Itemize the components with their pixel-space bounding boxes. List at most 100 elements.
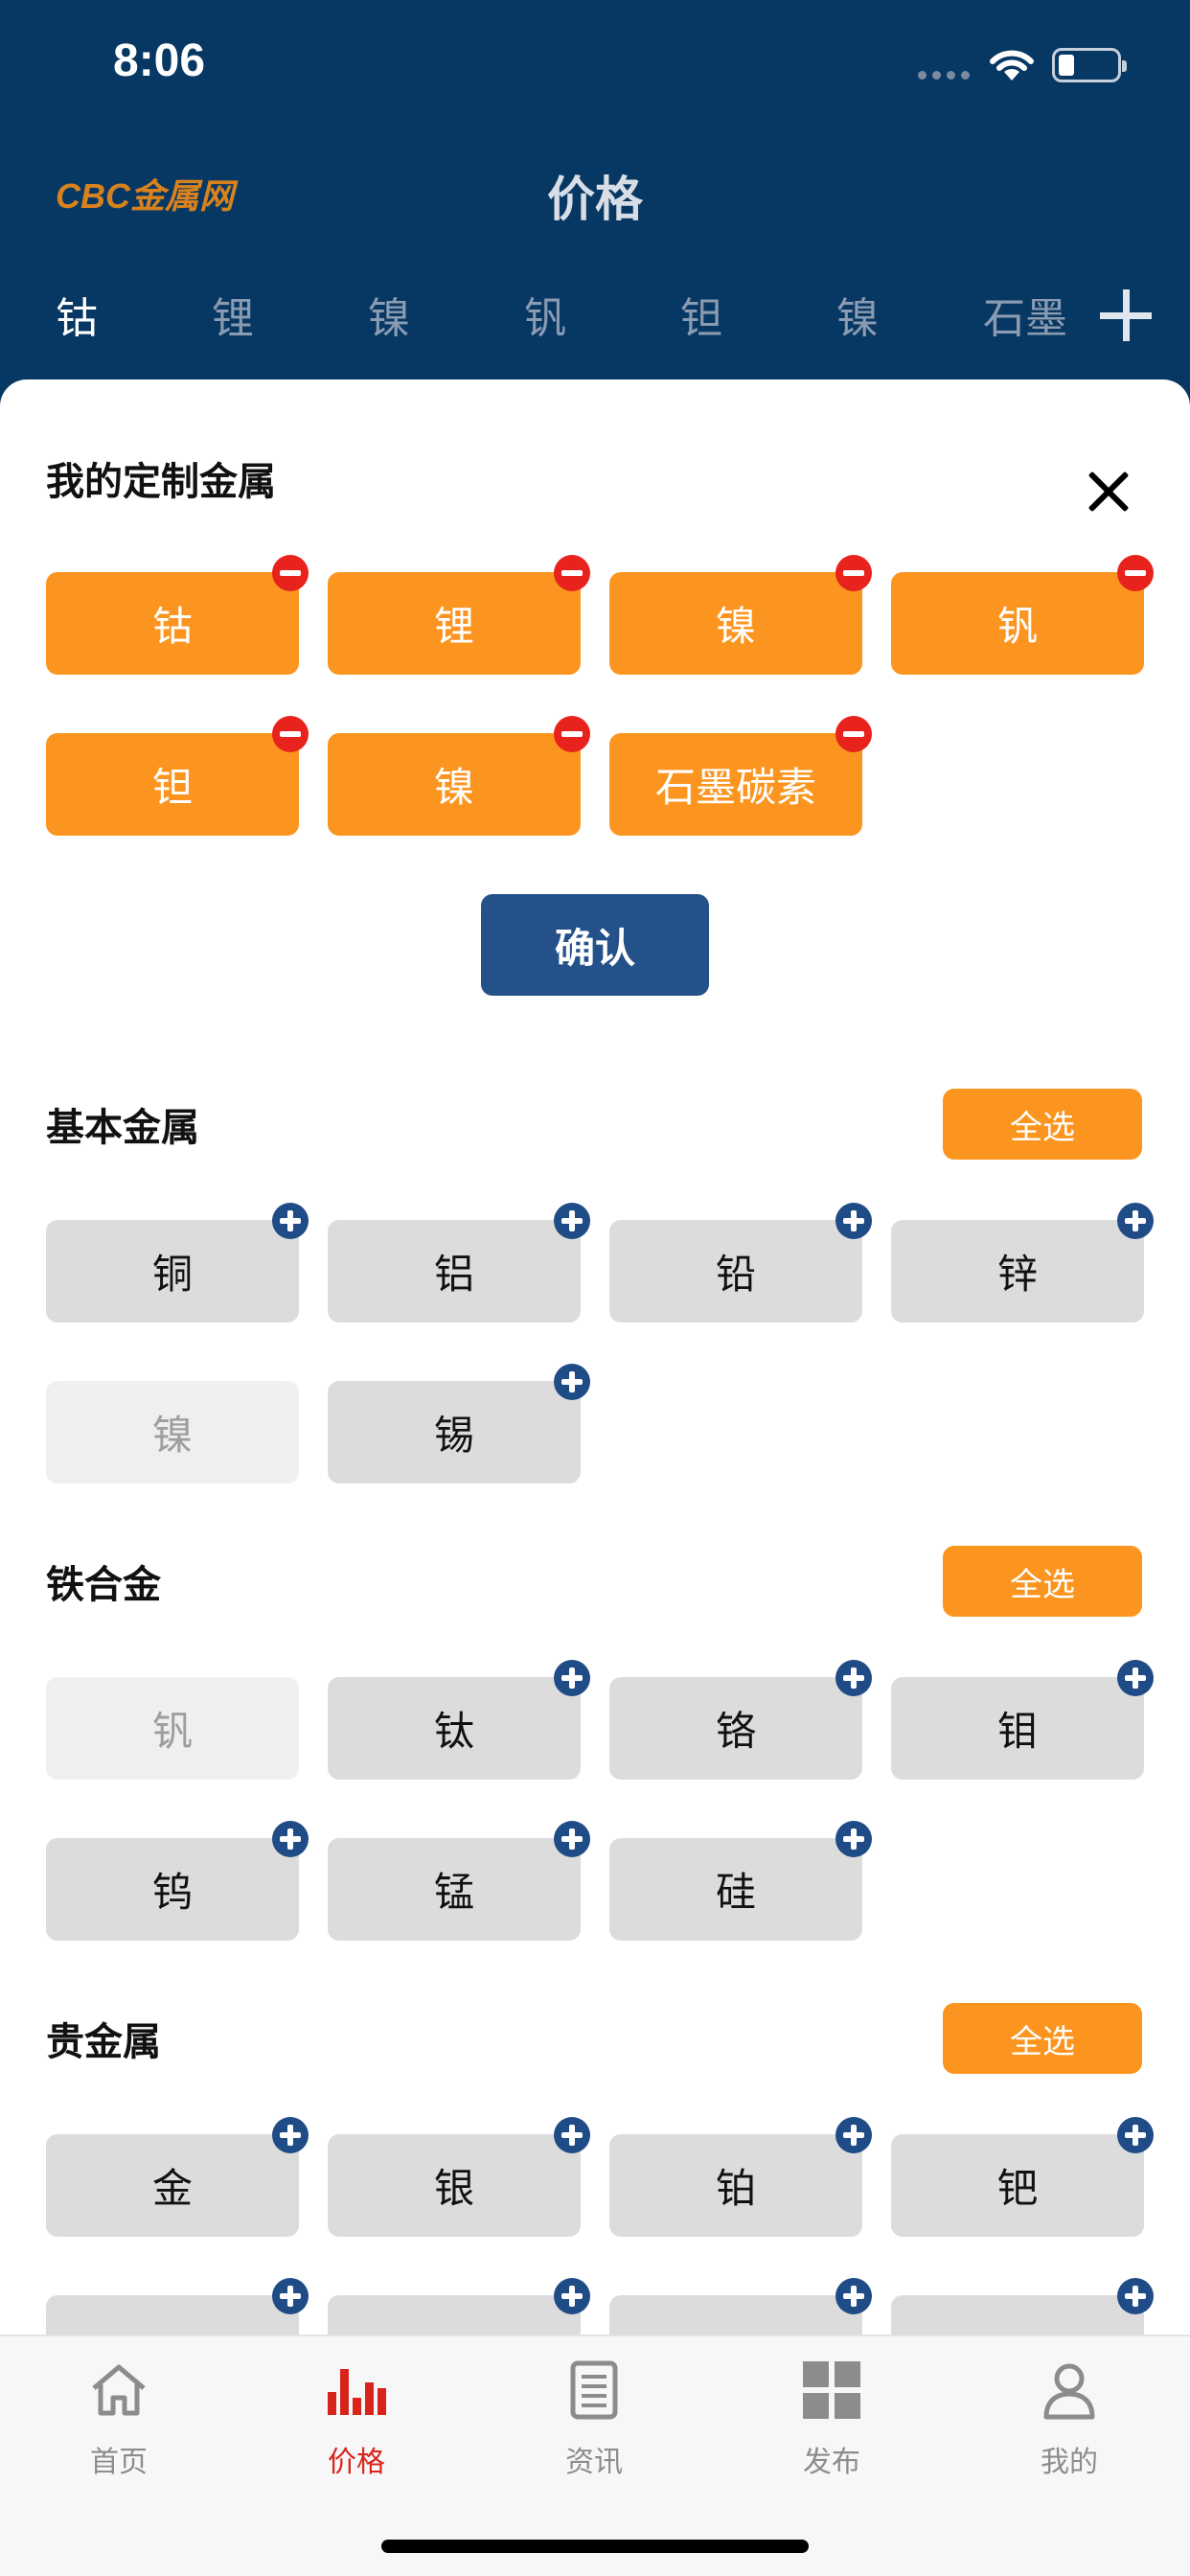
metal-chip[interactable]: 铝 [328, 1203, 590, 1322]
remove-icon[interactable] [554, 716, 590, 752]
add-icon[interactable] [1117, 2117, 1154, 2153]
tab-nickel[interactable]: 镍 [368, 294, 410, 343]
custom-chip[interactable]: 钒 [891, 555, 1154, 675]
metal-chip[interactable]: 钨 [46, 1821, 309, 1941]
select-all-button[interactable]: 全选 [943, 1546, 1142, 1617]
custom-chip[interactable]: 锂 [328, 555, 590, 675]
remove-icon[interactable] [1117, 555, 1154, 591]
add-icon[interactable] [272, 1821, 309, 1857]
chip-label: 锰 [433, 1869, 474, 1916]
user-icon [1043, 2363, 1095, 2420]
add-icon[interactable] [554, 1821, 590, 1857]
add-icon[interactable] [272, 2117, 309, 2153]
metal-chip[interactable]: 硅 [609, 1821, 872, 1941]
wifi-icon [990, 50, 1034, 80]
metal-chip[interactable]: 铬 [609, 1660, 872, 1780]
close-icon[interactable] [1087, 470, 1131, 514]
custom-chip[interactable]: 钴 [46, 555, 309, 675]
battery-icon [1052, 48, 1127, 82]
add-icon[interactable] [835, 2278, 872, 2314]
chip-label: 硅 [715, 1869, 756, 1916]
add-icon[interactable] [1117, 2278, 1154, 2314]
confirm-button[interactable]: 确认 [481, 894, 709, 996]
add-icon[interactable] [835, 1203, 872, 1239]
custom-chip[interactable]: 镍 [328, 716, 590, 836]
metal-chip[interactable]: 铜 [46, 1203, 309, 1322]
add-icon[interactable] [1117, 1660, 1154, 1696]
metal-chip[interactable]: 锰 [328, 1821, 590, 1941]
tab-vanadium[interactable]: 钒 [524, 294, 566, 343]
custom-chip[interactable]: 钽 [46, 716, 309, 836]
chip-label: 钼 [996, 1708, 1038, 1755]
nav-publish[interactable]: 发布 [755, 2359, 908, 2480]
metal-chip[interactable]: 铅 [609, 1203, 872, 1322]
remove-icon[interactable] [835, 716, 872, 752]
remove-icon[interactable] [272, 555, 309, 591]
nav-label: 发布 [803, 2446, 860, 2479]
status-time: 8:06 [113, 35, 206, 86]
chip-label: 钛 [433, 1708, 474, 1755]
metal-chip[interactable]: 铂 [609, 2117, 872, 2237]
chip-label: 铬 [715, 1708, 756, 1755]
chip-label: 镍 [151, 1412, 193, 1459]
add-icon[interactable] [272, 1203, 309, 1239]
metal-chip[interactable]: 钼 [891, 1660, 1154, 1780]
add-icon[interactable] [835, 2117, 872, 2153]
tab-nickel-2[interactable]: 镍 [836, 294, 879, 343]
chip-label: 钨 [151, 1869, 193, 1916]
custom-chip[interactable]: 镍 [609, 555, 872, 675]
select-all-button[interactable]: 全选 [943, 2003, 1142, 2074]
add-icon[interactable] [554, 2278, 590, 2314]
section-title-ferroalloys: 铁合金 [46, 1563, 161, 1607]
section-title-basic-metals: 基本金属 [46, 1106, 199, 1150]
chip-label: 铂 [715, 2165, 756, 2212]
custom-metal-sheet: 我的定制金属 钴 锂 镍 钒 钽 镍 石墨碳素 确认 基本金属 全选 铜 铝 铅… [0, 380, 1190, 2576]
remove-icon[interactable] [272, 716, 309, 752]
custom-chip[interactable]: 石墨碳素 [609, 716, 872, 836]
remove-icon[interactable] [554, 555, 590, 591]
page-title: 价格 [547, 172, 643, 227]
add-icon[interactable] [835, 1660, 872, 1696]
news-icon [570, 2360, 618, 2420]
nav-mine[interactable]: 我的 [993, 2359, 1146, 2480]
chip-label: 钽 [151, 764, 193, 811]
nav-label: 我的 [1041, 2446, 1098, 2479]
nav-price[interactable]: 价格 [280, 2359, 433, 2480]
chip-label: 镍 [715, 603, 756, 650]
metal-chip[interactable]: 钯 [891, 2117, 1154, 2237]
chip-label: 钯 [996, 2165, 1038, 2212]
add-icon[interactable] [554, 2117, 590, 2153]
chip-label: 钴 [151, 603, 193, 650]
select-all-button[interactable]: 全选 [943, 1089, 1142, 1160]
add-icon[interactable] [554, 1660, 590, 1696]
remove-icon[interactable] [835, 555, 872, 591]
metal-chip[interactable]: 锌 [891, 1203, 1154, 1322]
tab-cobalt[interactable]: 钴 [56, 294, 98, 343]
add-icon[interactable] [554, 1364, 590, 1400]
metal-tabs: 钴 锂 镍 钒 钽 镍 石墨 [0, 284, 1190, 351]
metal-chip[interactable]: 钛 [328, 1660, 590, 1780]
grid-icon [803, 2361, 860, 2419]
add-tab-icon[interactable] [1100, 289, 1152, 341]
chip-label: 钒 [996, 603, 1038, 650]
metal-chip-disabled: 镍 [46, 1381, 299, 1484]
tab-graphite[interactable]: 石墨 [983, 294, 1067, 343]
add-icon[interactable] [272, 2278, 309, 2314]
bottom-nav: 首页 价格 资讯 发布 [0, 2334, 1190, 2576]
tab-tantalum[interactable]: 钽 [680, 294, 722, 343]
tab-lithium[interactable]: 锂 [212, 294, 254, 343]
add-icon[interactable] [835, 1821, 872, 1857]
status-bar: 8:06 [0, 0, 1190, 128]
metal-chip[interactable]: 金 [46, 2117, 309, 2237]
home-icon [92, 2364, 146, 2416]
chip-label: 铜 [151, 1251, 193, 1298]
chip-label: 金 [151, 2165, 193, 2212]
nav-news[interactable]: 资讯 [517, 2359, 671, 2480]
nav-home[interactable]: 首页 [42, 2359, 195, 2480]
chip-label: 铝 [433, 1251, 474, 1298]
metal-chip[interactable]: 锡 [328, 1364, 590, 1484]
nav-label: 价格 [328, 2446, 385, 2479]
add-icon[interactable] [554, 1203, 590, 1239]
metal-chip[interactable]: 银 [328, 2117, 590, 2237]
add-icon[interactable] [1117, 1203, 1154, 1239]
